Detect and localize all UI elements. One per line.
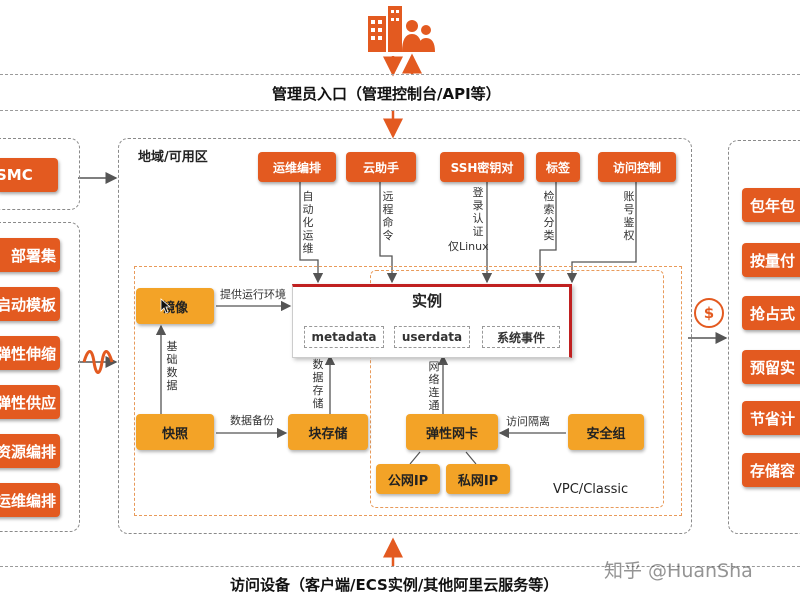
label-storage-to-instance: 数据存储 bbox=[312, 358, 324, 410]
arrow-acl-instance bbox=[566, 180, 637, 284]
note-tag: 检索分类 bbox=[543, 190, 555, 242]
building-users-icon bbox=[360, 2, 440, 54]
region-box bbox=[118, 138, 692, 534]
instance-system-events[interactable]: 系统事件 bbox=[482, 326, 560, 348]
label-eni-to-instance: 网络连通 bbox=[428, 360, 440, 412]
inner-area bbox=[134, 266, 682, 516]
note-ops-orchestration: 自动化运维 bbox=[302, 190, 314, 255]
right-item-storage-capacity[interactable]: 存储容 bbox=[742, 453, 800, 487]
instance-metadata[interactable]: metadata bbox=[304, 326, 384, 348]
dollar-icon: $ bbox=[694, 298, 724, 328]
private-ip-box[interactable]: 私网IP bbox=[446, 464, 510, 494]
vpc-area bbox=[370, 270, 664, 508]
instance-title: 实例 bbox=[412, 292, 443, 310]
left-item-ops-orchestration[interactable]: 运维编排 bbox=[0, 483, 60, 517]
instance-userdata[interactable]: userdata bbox=[394, 326, 470, 348]
right-item-spot[interactable]: 抢占式 bbox=[742, 296, 800, 330]
admin-entry-title[interactable]: 管理员入口（管理控制台/API等） bbox=[272, 85, 501, 103]
watermark: 知乎 @HuanSha bbox=[604, 560, 753, 582]
top-service-cloud-assistant[interactable]: 云助手 bbox=[346, 152, 416, 182]
left-item-auto-scaling[interactable]: 弹性伸缩 bbox=[0, 336, 60, 370]
arrow-ops-instance bbox=[299, 180, 324, 284]
label-snapshot-to-storage: 数据备份 bbox=[230, 414, 274, 427]
note-ssh-linux: 仅Linux bbox=[448, 240, 489, 253]
arrow-assistant-instance bbox=[379, 180, 398, 284]
link-eni-private bbox=[465, 451, 477, 465]
label-sg-to-eni: 访问隔离 bbox=[506, 415, 550, 428]
left-item-resource-orchestration[interactable]: 资源编排 bbox=[0, 434, 60, 468]
region-title: 地域/可用区 bbox=[138, 150, 208, 165]
left-item-deployment-set[interactable]: 部署集 bbox=[0, 238, 60, 272]
instance-box[interactable] bbox=[292, 284, 572, 358]
access-devices-title[interactable]: 访问设备（客户端/ECS实例/其他阿里云服务等） bbox=[230, 576, 559, 594]
left-item-elastic-supply[interactable]: 弹性供应 bbox=[0, 385, 60, 419]
link-eni-public bbox=[409, 451, 421, 465]
mouse-cursor-icon bbox=[160, 298, 172, 318]
security-group-box[interactable]: 安全组 bbox=[568, 414, 644, 450]
eni-box[interactable]: 弹性网卡 bbox=[406, 414, 498, 450]
smc-button[interactable]: SMC bbox=[0, 158, 58, 192]
top-service-access-control[interactable]: 访问控制 bbox=[598, 152, 676, 182]
left-item-launch-template[interactable]: 启动模板 bbox=[0, 287, 60, 321]
block-storage-box[interactable]: 块存储 bbox=[288, 414, 368, 450]
wave-icon bbox=[82, 348, 114, 376]
left-panel-top bbox=[0, 138, 80, 210]
snapshot-box[interactable]: 快照 bbox=[136, 414, 214, 450]
image-box[interactable]: 镜像 bbox=[136, 288, 214, 324]
right-item-pay-as-you-go[interactable]: 按量付 bbox=[742, 243, 800, 277]
top-service-tag[interactable]: 标签 bbox=[536, 152, 580, 182]
label-snapshot-to-image: 基础数据 bbox=[166, 340, 178, 392]
note-cloud-assistant: 远程命令 bbox=[382, 190, 394, 242]
top-service-ssh-keypair[interactable]: SSH密钥对 bbox=[440, 152, 524, 182]
right-item-reserved[interactable]: 预留实 bbox=[742, 350, 800, 384]
vpc-label: VPC/Classic bbox=[553, 482, 629, 497]
top-service-ops-orchestration[interactable]: 运维编排 bbox=[258, 152, 336, 182]
note-access-control: 账号鉴权 bbox=[623, 190, 635, 242]
left-panel bbox=[0, 222, 80, 532]
right-panel bbox=[728, 140, 800, 534]
note-ssh-keypair: 登录认证 bbox=[472, 186, 484, 238]
label-image-to-instance: 提供运行环境 bbox=[220, 288, 286, 301]
right-item-subscription[interactable]: 包年包 bbox=[742, 188, 800, 222]
right-item-savings-plan[interactable]: 节省计 bbox=[742, 401, 800, 435]
public-ip-box[interactable]: 公网IP bbox=[376, 464, 440, 494]
